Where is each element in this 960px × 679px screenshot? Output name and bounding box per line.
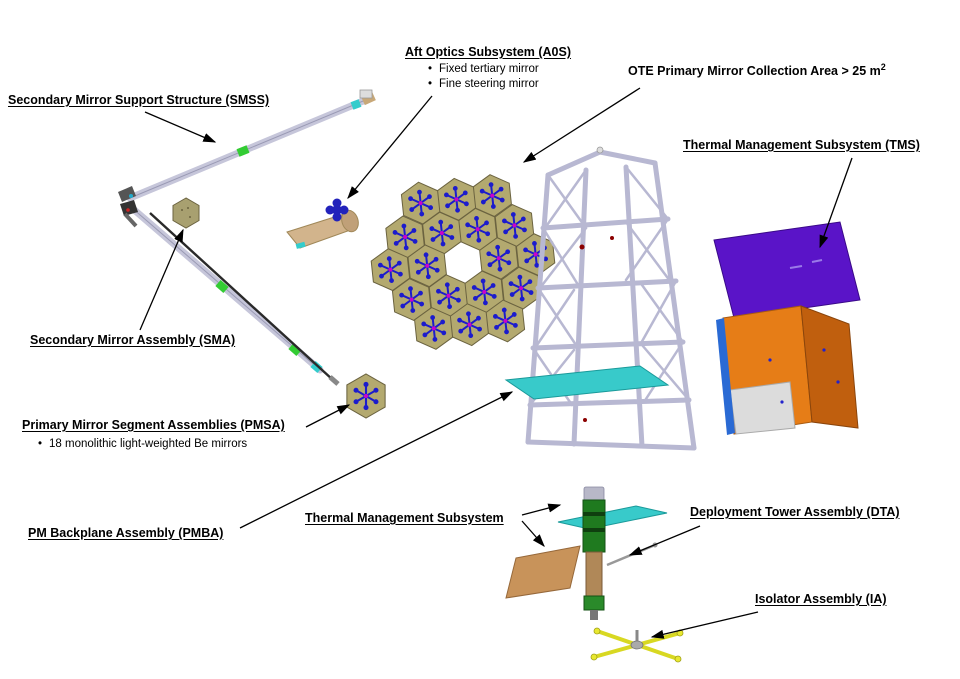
aos-bullet-1-text: Fixed tertiary mirror <box>439 63 539 75</box>
label-tms: Thermal Management Subsystem (TMS) <box>683 138 920 152</box>
pmsa-segment <box>345 372 387 420</box>
label-ia: Isolator Assembly (IA) <box>755 592 887 606</box>
label-sma: Secondary Mirror Assembly (SMA) <box>30 333 236 347</box>
label-pmsa-title: Primary Mirror Segment Assemblies (PMSA) <box>22 418 285 432</box>
callout-arrows <box>139 87 853 639</box>
deployment-tower <box>505 486 668 620</box>
arrow-pmba <box>239 391 514 529</box>
label-tms-lower: Thermal Management Subsystem <box>305 511 504 525</box>
arrow-aos <box>347 95 433 200</box>
dta-panel-tan <box>505 545 581 599</box>
smss-hub-hardware <box>118 186 138 228</box>
arrow-pmsa <box>305 404 351 428</box>
label-aos-bullet-1: Fixed tertiary mirror <box>428 63 539 75</box>
label-aos-title: Aft Optics Subsystem (A0S) <box>405 45 572 59</box>
tms-electronics-box <box>713 221 861 435</box>
backplane-radiator-shelf <box>504 365 670 400</box>
label-aos-bullet-2: Fine steering mirror <box>428 78 539 90</box>
arrow-sma <box>139 228 184 331</box>
label-smss: Secondary Mirror Support Structure (SMSS… <box>8 93 270 107</box>
backplane-details <box>504 146 670 422</box>
pmsa-bullet-1-text: 18 monolithic light-weighted Be mirrors <box>49 438 248 450</box>
smss-boom-structure <box>118 89 376 386</box>
aft-optics-assembly <box>286 198 359 249</box>
aos-bullet-2-text: Fine steering mirror <box>439 78 539 90</box>
arrow-smss <box>144 111 217 143</box>
backplane-truss <box>525 149 697 451</box>
sma-mirror <box>172 197 200 229</box>
ote-area-text: OTE Primary Mirror Collection Area > 25 … <box>628 64 881 79</box>
label-dta: Deployment Tower Assembly (DTA) <box>690 505 900 519</box>
label-pmsa-bullet-1: 18 monolithic light-weighted Be mirrors <box>38 438 247 450</box>
arrow-dta <box>628 525 701 556</box>
isolator-assembly <box>590 627 684 663</box>
label-pmba: PM Backplane Assembly (PMBA) <box>28 526 224 540</box>
label-ote-area: OTE Primary Mirror Collection Area > 25 … <box>628 62 886 78</box>
arrow-ia <box>650 611 759 639</box>
arrow-tms-lower-1 <box>521 503 562 516</box>
dta-radiator-cyan <box>557 505 668 530</box>
aos-blue-flower <box>325 198 349 222</box>
arrow-tms <box>819 157 853 249</box>
arrow-tms-lower-2 <box>521 520 545 547</box>
arrow-ote-area <box>522 87 641 163</box>
primary-mirror-array <box>369 171 557 353</box>
ote-area-sup: 2 <box>880 62 886 72</box>
